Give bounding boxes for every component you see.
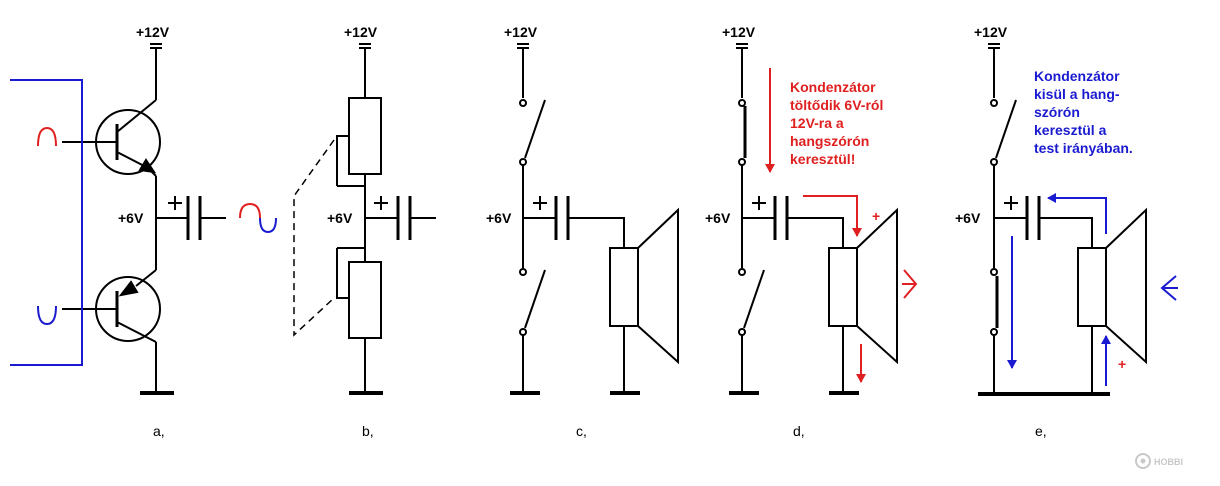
supply-label-c: +12V: [504, 24, 538, 40]
note-d-line-5: keresztül!: [790, 151, 855, 167]
note-e-line-2: kisül a hang-: [1034, 86, 1120, 102]
caption-a: a,: [153, 423, 165, 439]
positive-half-wave-icon: [37, 126, 57, 147]
resistor-upper: [348, 97, 382, 175]
speaker-coil-e: [1077, 247, 1107, 327]
supply-label-b: +12V: [344, 24, 378, 40]
note-d-line-1: Kondenzátor: [790, 79, 876, 95]
caption-c: c,: [576, 423, 587, 439]
speaker-cone-e: [1105, 207, 1147, 365]
input-bracket: [10, 79, 83, 366]
supply-label-d: +12V: [722, 24, 756, 40]
mid-label-d: +6V: [705, 210, 731, 226]
plus-d: +: [872, 208, 880, 224]
caption-e: e,: [1035, 423, 1047, 439]
svg-text:HOBBI: HOBBI: [1154, 457, 1183, 467]
caption-d: d,: [793, 423, 805, 439]
note-e-line-1: Kondenzátor: [1034, 68, 1120, 84]
circuit-e: [978, 43, 1147, 396]
note-d-line-3: 12V-ra a: [790, 115, 844, 131]
note-e: Kondenzátor kisül a hang- szórón kereszt…: [1034, 68, 1133, 156]
plus-e: +: [1118, 356, 1126, 372]
speaker-coil-d: [828, 247, 858, 327]
speaker-cone-d: [856, 207, 898, 365]
circuit-d: [729, 43, 898, 395]
note-d: Kondenzátor töltődik 6V-ról 12V-ra a han…: [790, 79, 883, 167]
caption-b: b,: [362, 423, 374, 439]
mid-label-a: +6V: [118, 210, 144, 226]
note-e-line-4: keresztül a: [1034, 122, 1107, 138]
mid-label-c: +6V: [486, 210, 512, 226]
charge-current-arrows: [765, 68, 918, 383]
supply-label-a: +12V: [136, 24, 170, 40]
mid-label-b: +6V: [327, 210, 353, 226]
note-e-line-3: szórón: [1034, 104, 1080, 120]
negative-half-wave-icon: [37, 305, 57, 326]
supply-label-e: +12V: [974, 24, 1008, 40]
gang-link: [293, 139, 335, 337]
speaker-cone-c: [637, 207, 679, 365]
watermark-logo: HOBBI: [1135, 453, 1183, 469]
circuit-a: [62, 43, 226, 395]
note-d-line-2: töltődik 6V-ról: [790, 97, 883, 113]
circuit-b: [336, 43, 436, 395]
discharge-current-arrows: [1007, 193, 1178, 386]
note-e-line-5: test irányában.: [1034, 140, 1133, 156]
mid-label-e: +6V: [955, 210, 981, 226]
sine-wave-positive-icon: [239, 202, 261, 219]
circuit-c: [510, 43, 679, 395]
note-d-line-4: hangszórón: [790, 133, 869, 149]
resistor-lower: [348, 261, 382, 339]
sine-wave-negative-icon: [259, 217, 277, 234]
speaker-coil-c: [609, 247, 639, 327]
